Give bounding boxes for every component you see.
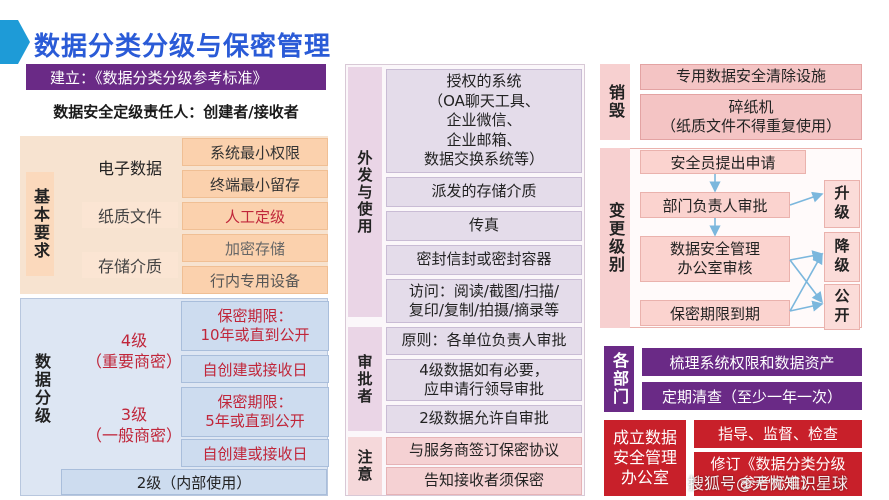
basic-requirements-panel: 基本要求 电子数据 系统最小权限 终端最小留存 纸质文件 人工定级 存储介质 加… [20, 136, 328, 294]
grading-owner-line: 数据安全定级责任人：创建者/接收者 [53, 102, 299, 121]
change-flow-arrows-icon [709, 174, 824, 312]
level-4-period: 保密期限： 10年或直到公开 [181, 301, 329, 351]
change-step-apply: 安全员提出申请 [640, 150, 806, 174]
item-dedicated-device: 行内专用设备 [182, 266, 328, 294]
destroy-clearing-facility: 专用数据安全清除设施 [640, 64, 862, 90]
level-4-name: 4级 （重要商密） [75, 327, 193, 377]
notice-label: 注意 [348, 437, 382, 495]
basis-banner: 建立：《数据分类分级参考标准》 [26, 64, 326, 90]
outcome-downgrade: 降级 [824, 232, 860, 282]
approver-label: 审批者 [348, 327, 382, 431]
level-2-internal: 2级（内部使用） [61, 469, 327, 495]
item-encrypted-storage: 加密存储 [182, 234, 328, 262]
basic-requirements-label: 基本要求 [26, 172, 54, 276]
data-grading-label: 数据分级 [32, 353, 51, 425]
change-step-expiry: 保密期限到期 [640, 300, 790, 326]
category-electronic-data: 电子数据 [97, 159, 162, 178]
dept-review-permissions: 梳理系统权限和数据资产 [642, 348, 862, 376]
send-fax: 传真 [386, 211, 582, 241]
watermark: 搜狐号@无忧知识星球 [688, 474, 849, 493]
outcome-publish: 公开 [824, 284, 860, 330]
notice-inform-recipient: 告知接收者须保密 [386, 467, 582, 495]
approver-level-4: 4级数据如有必要， 应申请行领导审批 [386, 359, 582, 401]
level-4-period-title: 保密期限： [217, 306, 293, 325]
distribution-panel: 外发与使用 授权的系统 （OA聊天工具、 企业微信、 企业邮箱、 数据交换系统等… [345, 64, 585, 496]
approver-principle: 原则：各单位负责人审批 [386, 327, 582, 355]
page-title: 数据分类分级与保密管理 [34, 32, 332, 62]
level-3-period-value: 5年或直到公开 [205, 412, 305, 430]
level-3-period-title: 保密期限： [217, 392, 293, 411]
level-3-name: 3级 （一般商密） [75, 401, 193, 451]
level-3-subtitle: （一般商密） [85, 426, 182, 445]
level-4-start: 自创建或接收日 [181, 355, 329, 383]
item-manual-grading: 人工定级 [182, 202, 328, 230]
office-setup-label: 成立数据 安全管理 办公室 [604, 420, 686, 496]
level-3-title: 3级 [120, 405, 148, 425]
send-storage-media: 派发的存储介质 [386, 177, 582, 207]
send-sealed-envelope: 密封信封或密封容器 [386, 245, 582, 275]
item-min-retention: 终端最小留存 [182, 170, 328, 198]
outcome-upgrade: 升级 [824, 180, 860, 228]
level-4-subtitle: （重要商密） [85, 352, 182, 371]
data-grading-panel: 数据分级 4级 （重要商密） 保密期限： 10年或直到公开 自创建或接收日 3级… [20, 298, 329, 496]
category-paper-files: 纸质文件 [82, 202, 178, 228]
level-3-start: 自创建或接收日 [181, 439, 329, 467]
destroy-shredder: 碎纸机 （纸质文件不得重复使用） [640, 94, 862, 140]
level-4-period-value: 10年或直到公开 [200, 326, 310, 344]
send-access-actions: 访问：阅读/截图/扫描/ 复印/复制/拍摄/摘录等 [386, 279, 582, 323]
office-revise-standard: 修订《数据分类分级 参考标准》 [694, 452, 862, 496]
office-guidance: 指导、监督、检查 [694, 420, 862, 448]
change-step-office-review: 数据安全管理 办公室审核 [640, 236, 790, 282]
category-storage-media: 存储介质 [82, 252, 178, 278]
approver-level-2: 2级数据允许自审批 [386, 405, 582, 433]
dept-periodic-audit: 定期清查（至少一年一次） [642, 382, 862, 410]
send-use-label: 外发与使用 [348, 67, 382, 317]
title-accent-arrow-icon [0, 20, 30, 64]
destroy-label: 销毁 [600, 64, 630, 140]
item-min-privilege: 系统最小权限 [182, 138, 328, 166]
level-3-period: 保密期限： 5年或直到公开 [181, 387, 329, 437]
level-4-title: 4级 [120, 331, 148, 351]
send-authorized-systems: 授权的系统 （OA聊天工具、 企业微信、 企业邮箱、 数据交换系统等） [386, 69, 582, 173]
change-level-label: 变更级别 [600, 148, 630, 328]
notice-nda: 与服务商签订保密协议 [386, 437, 582, 465]
departments-label: 各部门 [604, 346, 634, 412]
